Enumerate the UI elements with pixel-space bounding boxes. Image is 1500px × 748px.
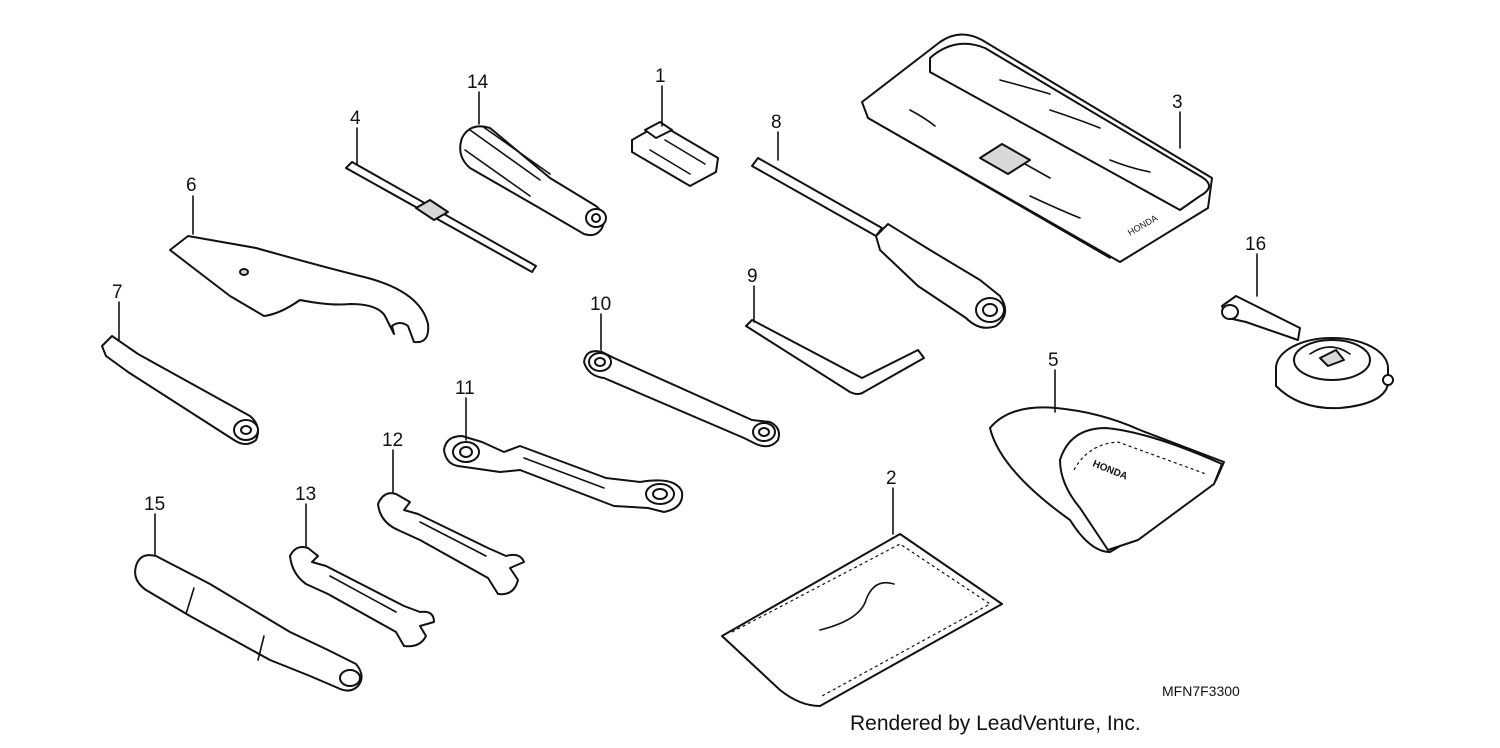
screwdriver-handle-part[interactable] <box>459 125 607 237</box>
pin-spanner-part[interactable] <box>169 235 430 344</box>
callout-14: 14 <box>467 72 489 93</box>
open-wrench-12-part[interactable] <box>377 492 525 596</box>
document-pouch-part[interactable] <box>721 533 1003 707</box>
fuse-puller-part[interactable] <box>631 121 719 187</box>
tool-pouch-part[interactable]: HONDA <box>989 406 1225 553</box>
handle-grip-part[interactable] <box>134 554 363 692</box>
hex-key-part[interactable] <box>745 319 925 395</box>
callout-4: 4 <box>350 108 361 129</box>
screwdriver-shaft-part[interactable] <box>345 161 537 273</box>
callout-16: 16 <box>1245 234 1266 255</box>
gauge-tool-part[interactable] <box>1221 295 1394 410</box>
box-wrench-10-part[interactable] <box>583 350 780 448</box>
tool-bag-part[interactable]: HONDA <box>861 33 1213 263</box>
callout-10: 10 <box>590 294 611 315</box>
callout-2: 2 <box>886 468 897 489</box>
callout-3: 3 <box>1172 92 1183 113</box>
callout-6: 6 <box>186 175 197 196</box>
callout-5: 5 <box>1048 350 1059 371</box>
diagram-code: MFN7F3300 <box>1162 683 1240 699</box>
callout-15: 15 <box>144 494 165 515</box>
callout-9: 9 <box>747 266 758 287</box>
callout-7: 7 <box>112 282 123 303</box>
offset-ring-wrench-part[interactable] <box>443 435 684 513</box>
callout-1: 1 <box>655 66 666 87</box>
callout-13: 13 <box>295 484 316 505</box>
callout-12: 12 <box>382 430 403 451</box>
callout-8: 8 <box>771 112 782 133</box>
extension-bar-part[interactable] <box>101 335 259 445</box>
socket-wrench-part[interactable] <box>751 157 1007 329</box>
credit-text: Rendered by LeadVenture, Inc. <box>850 712 1141 735</box>
callout-11: 11 <box>455 378 475 399</box>
open-wrench-13-part[interactable] <box>289 546 435 648</box>
